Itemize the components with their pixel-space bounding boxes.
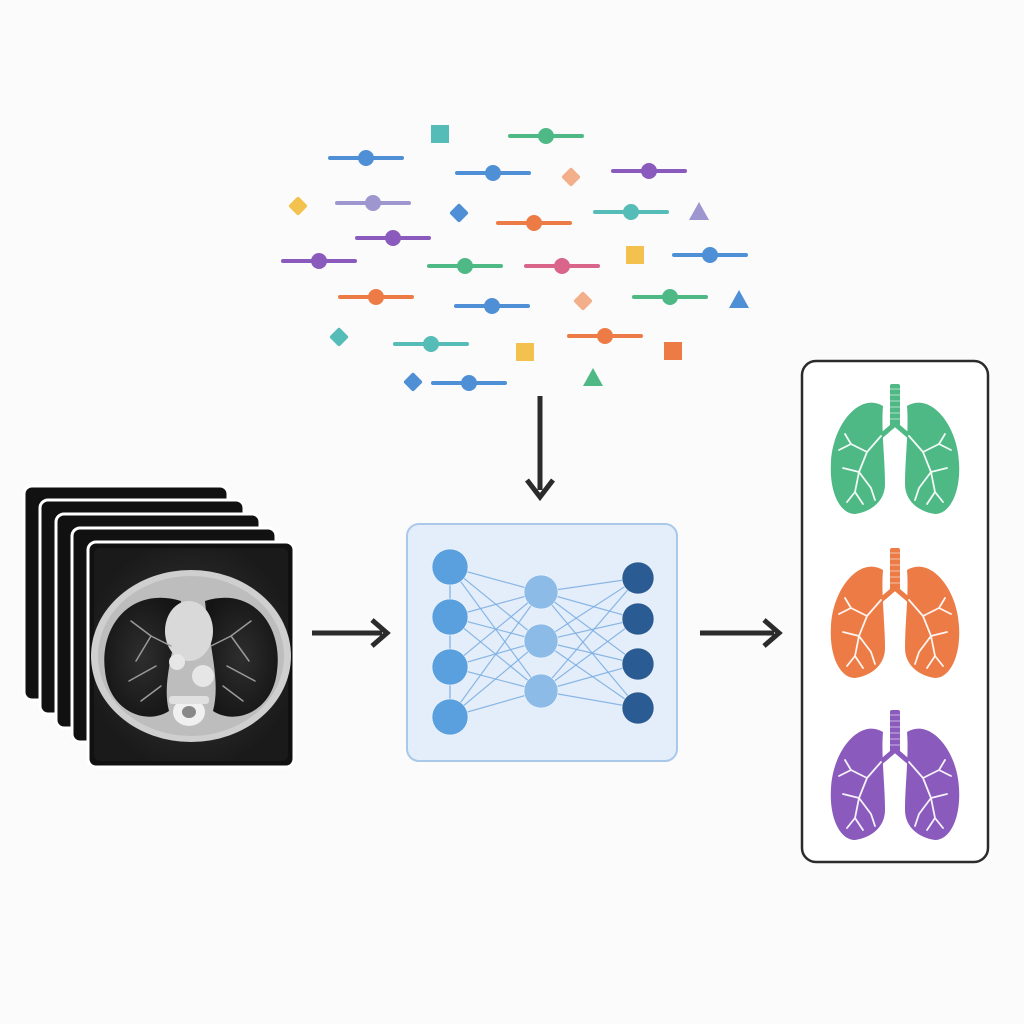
ct-scan-stack <box>22 484 296 769</box>
lung-icon <box>830 710 960 840</box>
feature-slider-icon <box>355 230 431 246</box>
network-nodes <box>431 548 655 736</box>
output-node <box>621 561 655 595</box>
input-node <box>431 598 469 636</box>
feature-slider-icon <box>338 289 414 305</box>
feature-slider-icon <box>454 298 530 314</box>
feature-cloud <box>281 125 749 392</box>
ct-scan-slice-icon <box>91 548 291 761</box>
neural-network-panel <box>406 523 678 762</box>
output-node <box>621 602 655 636</box>
hidden-node <box>523 574 559 610</box>
feature-slider-icon <box>393 336 469 352</box>
arrow-network-to-outputs <box>700 618 783 648</box>
feature-slider-icon <box>672 247 748 263</box>
hidden-node <box>523 623 559 659</box>
feature-diamond-icon <box>329 327 349 347</box>
feature-diamond-icon <box>288 196 308 216</box>
feature-diamond-icon <box>403 372 423 392</box>
feature-square-icon <box>431 125 449 143</box>
input-node <box>431 698 469 736</box>
feature-slider-icon <box>328 150 404 166</box>
feature-slider-icon <box>455 165 531 181</box>
input-node <box>431 648 469 686</box>
feature-slider-icon <box>567 328 643 344</box>
feature-diamond-icon <box>449 203 469 223</box>
flow-arrows <box>312 396 783 648</box>
feature-square-icon <box>664 342 682 360</box>
lung-icon <box>830 384 960 514</box>
lung-outputs <box>830 384 960 840</box>
feature-slider-icon <box>632 289 708 305</box>
output-panel <box>800 359 990 864</box>
ct-scan-slice-front <box>86 540 296 769</box>
hidden-node <box>523 673 559 709</box>
feature-slider-icon <box>593 204 669 220</box>
feature-slider-icon <box>281 253 357 269</box>
feature-slider-icon <box>524 258 600 274</box>
feature-diamond-icon <box>561 167 581 187</box>
feature-slider-icon <box>427 258 503 274</box>
output-node <box>621 691 655 725</box>
feature-square-icon <box>516 343 534 361</box>
feature-diamond-icon <box>573 291 593 311</box>
output-panel-frame <box>800 359 990 864</box>
feature-slider-icon <box>508 128 584 144</box>
feature-slider-icon <box>431 375 507 391</box>
input-node <box>431 548 469 586</box>
arrow-ct-to-network <box>312 618 391 648</box>
feature-triangle-icon <box>729 290 749 308</box>
feature-slider-icon <box>496 215 572 231</box>
feature-triangle-icon <box>689 202 709 220</box>
feature-slider-icon <box>611 163 687 179</box>
feature-slider-icon <box>335 195 411 211</box>
output-node <box>621 647 655 681</box>
arrow-features-to-network <box>525 396 555 502</box>
feature-triangle-icon <box>583 368 603 386</box>
feature-square-icon <box>626 246 644 264</box>
lung-icon <box>830 548 960 678</box>
